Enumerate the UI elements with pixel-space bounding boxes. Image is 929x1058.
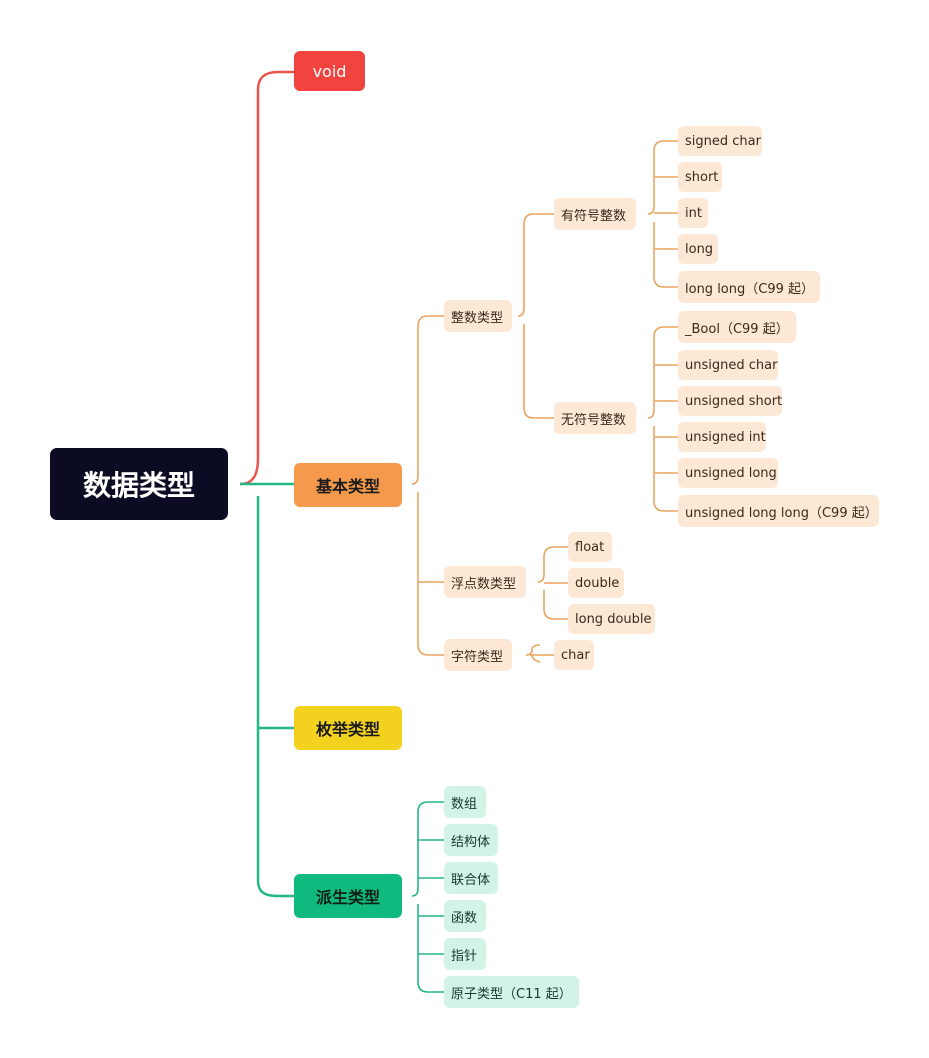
char-type-node: 字符类型 xyxy=(444,639,512,671)
enum-type-node: 枚举类型 xyxy=(294,706,402,750)
list-item: signed char xyxy=(678,126,762,156)
unsigned-integer-label: 无符号整数 xyxy=(561,412,627,428)
signed-integer-label: 有符号整数 xyxy=(561,208,627,224)
connector-float-brace xyxy=(537,546,568,620)
derived-type-label: 派生类型 xyxy=(315,888,380,907)
list-item: 函数 xyxy=(444,900,486,932)
list-item: _Bool（C99 起） xyxy=(678,311,796,343)
enum-type-label: 枚举类型 xyxy=(315,720,380,739)
list-item: 指针 xyxy=(444,938,486,970)
list-item: double xyxy=(568,568,624,598)
list-item: unsigned short xyxy=(678,386,782,416)
list-item: unsigned char xyxy=(678,350,778,380)
connector-char-brace xyxy=(525,644,554,663)
list-item: 结构体 xyxy=(444,824,498,856)
list-item: int xyxy=(678,198,708,228)
list-item: 原子类型（C11 起） xyxy=(444,976,579,1008)
connector-unsigned-brace xyxy=(647,326,678,512)
connector-derived-brace xyxy=(411,801,444,993)
basic-type-node: 基本类型 xyxy=(294,463,402,507)
root-node: 数据类型 xyxy=(50,448,228,520)
integer-type-label: 整数类型 xyxy=(451,310,504,326)
list-item: unsigned long xyxy=(678,458,778,488)
float-type-label: 浮点数类型 xyxy=(451,576,517,592)
list-item: unsigned int xyxy=(678,422,766,452)
connector-signed-brace xyxy=(647,140,678,288)
connector-basic-brace xyxy=(411,315,444,656)
connector-root-void xyxy=(239,70,294,486)
list-item: long double xyxy=(568,604,655,634)
unsigned-integer-node: 无符号整数 xyxy=(554,402,636,434)
list-item: long long（C99 起） xyxy=(678,271,820,303)
integer-type-node: 整数类型 xyxy=(444,300,512,332)
void-label: void xyxy=(312,61,347,81)
root-label: 数据类型 xyxy=(82,469,195,502)
connector-root-branch xyxy=(256,496,294,898)
list-item: short xyxy=(678,162,722,192)
list-item: 联合体 xyxy=(444,862,498,894)
connector-integer-brace xyxy=(517,213,554,419)
derived-type-node: 派生类型 xyxy=(294,874,402,918)
list-item: unsigned long long（C99 起） xyxy=(678,495,879,527)
char-type-label: 字符类型 xyxy=(451,649,504,665)
signed-integer-node: 有符号整数 xyxy=(554,198,636,230)
void-node: void xyxy=(294,51,365,91)
list-item: float xyxy=(568,532,612,562)
list-item: 数组 xyxy=(444,786,486,818)
list-item: long xyxy=(678,234,718,264)
list-item: char xyxy=(554,640,594,670)
basic-type-label: 基本类型 xyxy=(315,477,380,496)
float-type-node: 浮点数类型 xyxy=(444,566,526,598)
